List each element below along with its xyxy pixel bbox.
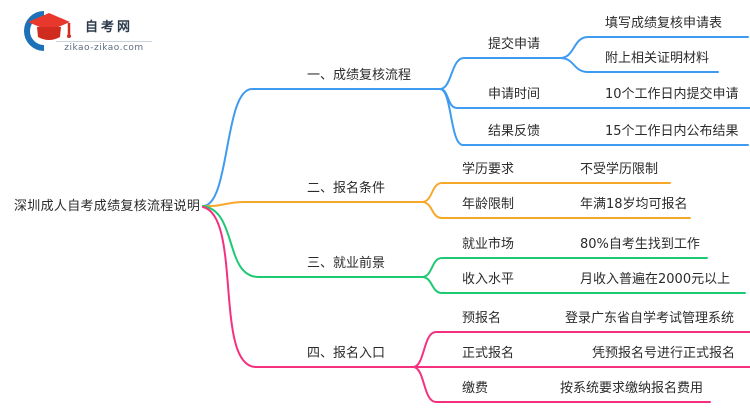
node-label-education-requirement: 学历要求 [462,162,515,177]
logo-divider [56,41,152,42]
leaf-label-80-percent-jobs: 80%自考生找到工作 [580,237,700,252]
node-label-submit-application: 提交申请 [488,37,541,52]
branch-4-label: 四、报名入口 [307,346,386,361]
node-label-formal-registration: 正式报名 [462,346,515,361]
node-label-income-level: 收入水平 [462,272,515,287]
branch-3-lines [202,205,746,294]
leaf-label-15-working-days: 15个工作日内公布结果 [605,124,739,139]
leaf-label-income-2000: 月收入普遍在2000元以上 [580,272,731,287]
leaf-label-attach-materials: 附上相关证明材料 [605,51,710,66]
branch-4-lines [202,206,750,403]
graduation-cap-icon [24,11,71,51]
leaf-label-pay-fee: 按系统要求缴纳报名费用 [560,381,704,396]
node-label-pre-registration: 预报名 [462,311,502,326]
logo-title: 自考网 [84,20,133,35]
node-label-age-limit: 年龄限制 [462,197,515,212]
branch-2-label: 二、报名条件 [307,181,386,196]
node-label-result-feedback: 结果反馈 [488,124,541,139]
leaf-label-no-education-limit: 不受学历限制 [580,162,659,177]
leaf-label-fill-form: 填写成绩复核申请表 [605,16,723,31]
leaf-label-use-prereg-number: 凭预报名号进行正式报名 [592,346,736,361]
leaf-label-10-working-days: 10个工作日内提交申请 [605,87,739,102]
node-label-application-time: 申请时间 [488,87,541,102]
root-node: 深圳成人自考成绩复核流程说明 [14,199,201,214]
leaf-label-age-18: 年满18岁均可报名 [580,197,688,212]
branch-2-lines [202,182,691,219]
logo-domain: zikao-zikao.com [64,43,144,53]
logo: 自考网 zikao-zikao.com [20,10,160,60]
node-label-job-market: 就业市场 [462,237,515,252]
branch-3-label: 三、就业前景 [307,256,386,271]
branch-1-label: 一、成绩复核流程 [307,68,412,83]
branch-1-lines [202,36,750,207]
node-label-payment: 缴费 [462,381,489,396]
leaf-label-login-system: 登录广东省自学考试管理系统 [565,311,735,326]
